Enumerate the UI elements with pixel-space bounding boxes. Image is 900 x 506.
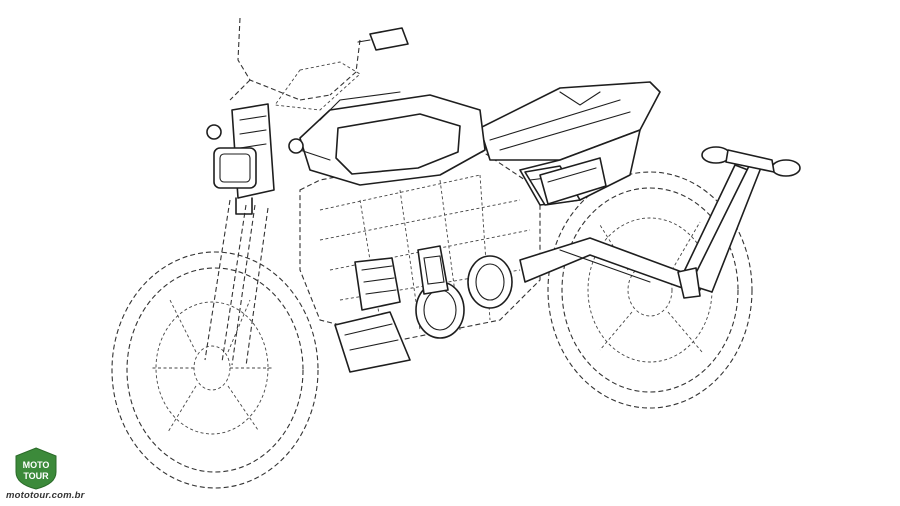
mirror [357,27,409,51]
headlight [206,103,304,215]
front-wheel [111,251,319,489]
license-arm [677,159,763,299]
front-fork [204,199,269,367]
side-panel-rear [539,157,607,205]
engine-covers [415,245,513,339]
seat [479,81,661,161]
watermark: MOTO TOUR mototour.com.br [4,446,104,504]
rear-turn-signals [701,146,801,177]
fuel-tank [299,91,486,186]
swingarm [519,237,691,291]
mototour-logo: MOTO TOUR [15,447,57,490]
watermark-url: mototour.com.br [6,490,85,501]
handlebar [229,17,361,111]
svg-text:MOTO: MOTO [23,460,50,470]
svg-text:TOUR: TOUR [23,471,49,481]
side-cover [334,257,411,373]
